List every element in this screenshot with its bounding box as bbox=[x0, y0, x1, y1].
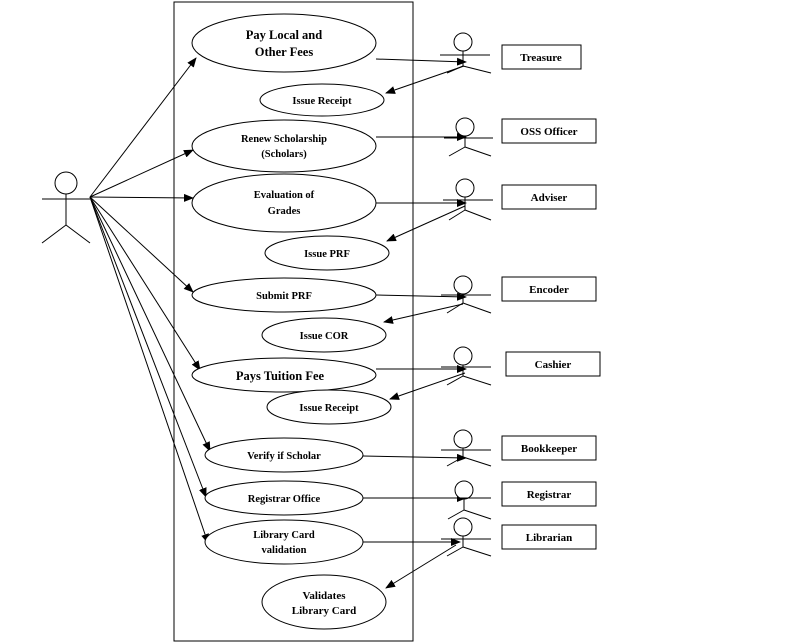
use-case-issue-receipt-1: Issue Receipt bbox=[259, 83, 385, 117]
actor-box-librarian: Librarian bbox=[501, 524, 597, 550]
actor-box-cashier: Cashier bbox=[505, 351, 601, 377]
actor-box-bookkeeper: Bookkeeper bbox=[501, 435, 597, 461]
svg-text:Cashier: Cashier bbox=[535, 359, 572, 371]
use-case-renew-scholarship: Renew Scholarship (Scholars) bbox=[191, 119, 377, 173]
use-case-issue-cor: Issue COR bbox=[261, 317, 387, 353]
svg-text:Verify if Scholar: Verify if Scholar bbox=[247, 451, 321, 462]
svg-text:Other Fees: Other Fees bbox=[255, 45, 314, 59]
use-case-library-card-validation: Library Card validation bbox=[204, 519, 364, 565]
svg-text:Library Card: Library Card bbox=[253, 530, 315, 541]
actor-registrar-figure bbox=[441, 480, 492, 520]
actor-adviser-figure bbox=[443, 178, 493, 221]
use-case-issue-prf: Issue PRF bbox=[264, 235, 390, 271]
svg-text:Pays Tuition Fee: Pays Tuition Fee bbox=[236, 369, 325, 383]
use-case-registrar-office: Registrar Office bbox=[204, 480, 364, 516]
svg-text:Library Card: Library Card bbox=[292, 605, 356, 617]
use-case-pays-tuition: Pays Tuition Fee bbox=[191, 357, 377, 393]
actor-cashier-figure bbox=[441, 346, 492, 386]
svg-text:Evaluation of: Evaluation of bbox=[254, 190, 315, 201]
use-case-submit-prf: Submit PRF bbox=[191, 277, 377, 313]
svg-text:Issue COR: Issue COR bbox=[300, 331, 349, 342]
use-case-verify-scholar: Verify if Scholar bbox=[204, 437, 364, 473]
use-case-evaluation-grades: Evaluation of Grades bbox=[191, 173, 377, 233]
use-case-pay-fees: Pay Local and Other Fees bbox=[191, 13, 377, 73]
use-case-validates-library-card: Validates Library Card bbox=[261, 574, 387, 630]
actor-oss-officer-figure bbox=[444, 117, 493, 157]
actor-box-adviser: Adviser bbox=[501, 184, 597, 210]
actor-box-encoder: Encoder bbox=[501, 276, 597, 302]
svg-text:Pay Local and: Pay Local and bbox=[246, 28, 322, 42]
svg-text:Registrar: Registrar bbox=[527, 489, 572, 501]
actor-box-treasure: Treasure bbox=[501, 44, 582, 70]
student-associations bbox=[89, 57, 211, 544]
svg-text:Treasure: Treasure bbox=[520, 52, 562, 64]
actor-treasure-figure bbox=[440, 32, 492, 74]
svg-text:Submit PRF: Submit PRF bbox=[256, 291, 312, 302]
svg-text:Issue PRF: Issue PRF bbox=[304, 249, 350, 260]
svg-text:Renew Scholarship: Renew Scholarship bbox=[241, 134, 327, 145]
svg-text:Grades: Grades bbox=[268, 206, 301, 217]
actor-box-oss-officer: OSS Officer bbox=[501, 118, 597, 144]
svg-text:validation: validation bbox=[262, 545, 307, 556]
svg-text:Issue Receipt: Issue Receipt bbox=[299, 403, 359, 414]
student-actor bbox=[41, 171, 91, 244]
actor-encoder-figure bbox=[441, 275, 492, 314]
svg-text:OSS Officer: OSS Officer bbox=[520, 126, 577, 138]
svg-text:Adviser: Adviser bbox=[531, 192, 568, 204]
svg-text:Issue Receipt: Issue Receipt bbox=[292, 96, 352, 107]
actor-librarian-figure bbox=[441, 517, 492, 557]
svg-text:(Scholars): (Scholars) bbox=[261, 149, 307, 160]
svg-text:Validates: Validates bbox=[303, 590, 347, 602]
system-boundary bbox=[173, 1, 414, 642]
use-case-issue-receipt-2: Issue Receipt bbox=[266, 389, 392, 425]
actor-bookkeeper-figure bbox=[441, 429, 492, 467]
svg-text:Bookkeeper: Bookkeeper bbox=[521, 443, 577, 455]
svg-text:Registrar Office: Registrar Office bbox=[248, 494, 321, 505]
actor-box-registrar: Registrar bbox=[501, 481, 597, 507]
svg-text:Encoder: Encoder bbox=[529, 284, 569, 296]
svg-text:Librarian: Librarian bbox=[526, 532, 572, 544]
actor-connectors bbox=[362, 57, 467, 589]
